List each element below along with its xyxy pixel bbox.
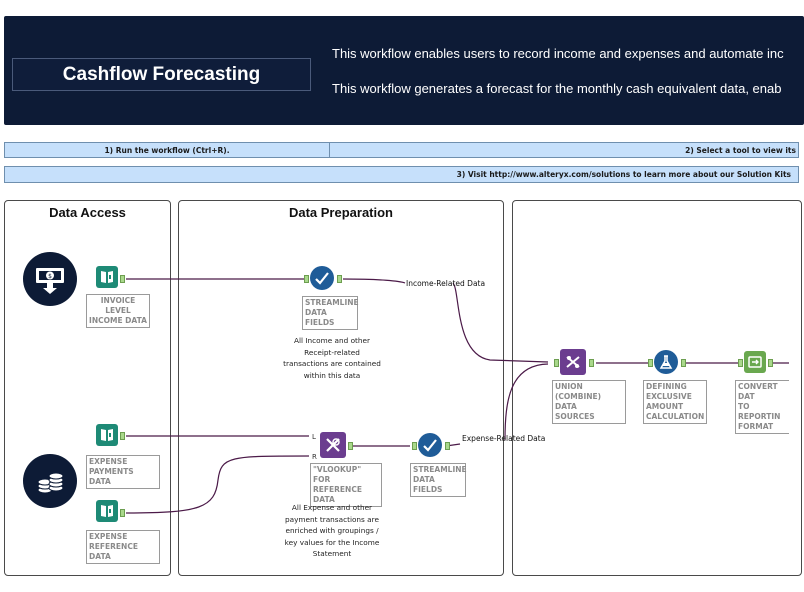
tool-label-union: UNION (COMBINE) DATA SOURCES xyxy=(552,380,626,424)
input-anchor[interactable] xyxy=(412,442,417,450)
coins-stack-icon xyxy=(23,454,77,508)
tool-label-defining: DEFINING EXCLUSIVE AMOUNT CALCULATION xyxy=(643,380,707,424)
page-title: Cashflow Forecasting xyxy=(12,58,311,91)
input-anchor[interactable] xyxy=(648,359,653,367)
output-anchor[interactable] xyxy=(445,442,450,450)
tool-label-convert: CONVERT DAT TO REPORTIN FORMAT xyxy=(735,380,789,434)
vlookup-input-r: R xyxy=(312,453,317,461)
checkmark-select-icon[interactable] xyxy=(310,266,334,290)
output-anchor[interactable] xyxy=(348,442,353,450)
tool-label-invoice: INVOICE LEVEL INCOME DATA xyxy=(86,294,150,328)
book-input-icon[interactable] xyxy=(96,266,118,288)
output-anchor[interactable] xyxy=(768,359,773,367)
flask-formula-icon[interactable] xyxy=(654,350,678,374)
connector-income-to-union xyxy=(452,282,549,363)
output-anchor[interactable] xyxy=(337,275,342,283)
convert-icon[interactable] xyxy=(744,351,766,373)
output-anchor[interactable] xyxy=(120,509,125,517)
instruction-step-3: 3) Visit http://www.alteryx.com/solution… xyxy=(4,166,799,183)
union-icon[interactable] xyxy=(560,349,586,375)
output-anchor[interactable] xyxy=(681,359,686,367)
input-anchor[interactable] xyxy=(304,275,309,283)
book-input-icon[interactable] xyxy=(96,424,118,446)
svg-text:$: $ xyxy=(48,273,52,280)
output-anchor[interactable] xyxy=(589,359,594,367)
tool-label-vlookup: "VLOOKUP" FOR REFERENCE DATA xyxy=(310,463,382,507)
connector-streamline-to-income-label xyxy=(342,278,406,284)
connector-expense-reference-to-vlookup xyxy=(125,455,310,514)
connection-label-expense: Expense-Related Data xyxy=(462,434,546,443)
vlookup-input-l: L xyxy=(312,433,316,441)
tool-label-expense-payments: EXPENSE PAYMENTS DATA xyxy=(86,455,160,489)
instruction-step-2: 2) Select a tool to view its xyxy=(329,142,799,158)
connector-expense-to-union xyxy=(504,363,549,441)
output-anchor[interactable] xyxy=(120,432,125,440)
join-icon[interactable] xyxy=(320,432,346,458)
tool-label-streamline-expense: STREAMLINE DATA FIELDS xyxy=(410,463,467,497)
container-title-data-preparation: Data Preparation xyxy=(288,205,394,220)
input-anchor[interactable] xyxy=(554,359,559,367)
container-title-data-access: Data Access xyxy=(49,205,126,220)
checkmark-select-icon[interactable] xyxy=(418,433,442,457)
connection-label-income: Income-Related Data xyxy=(406,279,486,288)
money-download-icon: $ xyxy=(23,252,77,306)
header-description-2: This workflow generates a forecast for t… xyxy=(332,81,782,96)
container-data-preparation[interactable] xyxy=(178,200,504,576)
tool-label-expense-reference: EXPENSE REFERENCE DATA xyxy=(86,530,160,564)
book-input-icon[interactable] xyxy=(96,500,118,522)
income-note: All Income and other Receipt-related tra… xyxy=(283,336,381,380)
output-anchor[interactable] xyxy=(120,275,125,283)
header-description-1: This workflow enables users to record in… xyxy=(332,46,784,61)
input-anchor[interactable] xyxy=(738,359,743,367)
expense-note: All Expense and other payment transactio… xyxy=(284,503,380,558)
tool-label-streamline-income: STREAMLINE DATA FIELDS xyxy=(302,296,359,330)
